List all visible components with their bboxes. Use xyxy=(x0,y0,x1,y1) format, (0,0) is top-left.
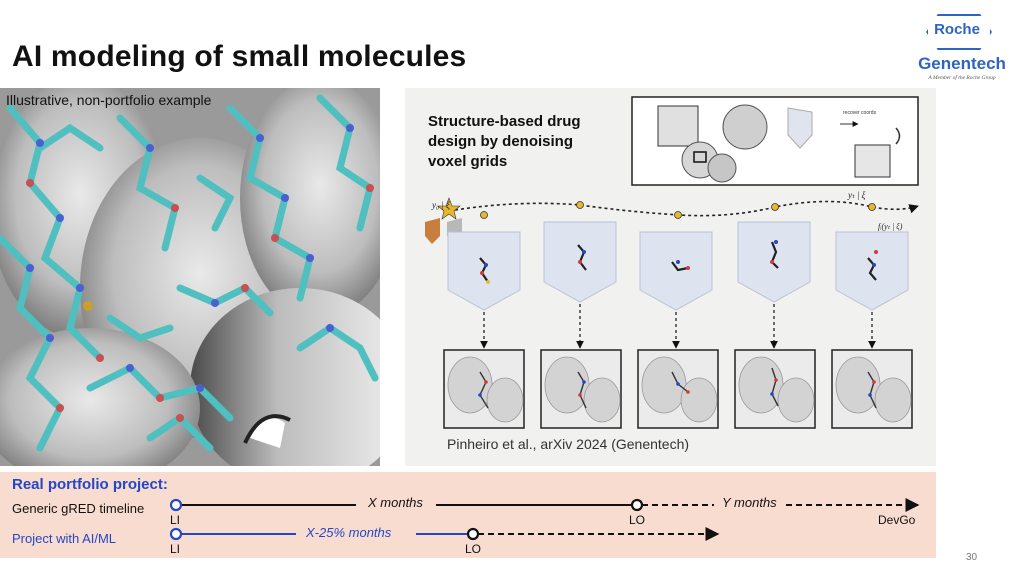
row1-label: Generic gRED timeline xyxy=(12,501,145,516)
paper-citation: Pinheiro et al., arXiv 2024 (Genentech) xyxy=(447,436,690,452)
logo-genentech-text: Genentech xyxy=(918,54,1006,73)
row2-mid-label: LO xyxy=(465,542,482,556)
logo-roche-text: Roche xyxy=(934,21,980,38)
page-number: 30 xyxy=(966,552,978,563)
row1-segment2-label: Y months xyxy=(722,495,777,510)
figure-title-line-3: voxel grids xyxy=(428,153,508,170)
row2-start-label: LI xyxy=(170,542,181,556)
figure-title: Structure-based drug design by denoising… xyxy=(428,112,581,172)
row1-start-label: LI xyxy=(170,513,181,527)
row2-label: Project with AI/ML xyxy=(12,531,117,546)
timeline-panel xyxy=(0,472,936,558)
roche-genentech-logo: Roche Genentech A Member of the Roche Gr… xyxy=(912,12,1012,82)
slide-title: AI modeling of small molecules xyxy=(12,40,467,73)
row2-segment1-label: X-25% months xyxy=(306,525,392,540)
timeline-heading: Real portfolio project: xyxy=(12,476,168,493)
left-image-caption: Illustrative, non-portfolio example xyxy=(6,92,212,108)
row1-mid-label: LO xyxy=(629,513,646,527)
row1-segment1-label: X months xyxy=(368,495,423,510)
protein-surface-image xyxy=(0,88,380,466)
row1-end-label: DevGo xyxy=(878,513,916,527)
figure-title-line-2: design by denoising xyxy=(428,133,574,150)
figure-title-line-1: Structure-based drug xyxy=(428,113,581,130)
logo-tagline: A Member of the Roche Group xyxy=(928,75,996,81)
